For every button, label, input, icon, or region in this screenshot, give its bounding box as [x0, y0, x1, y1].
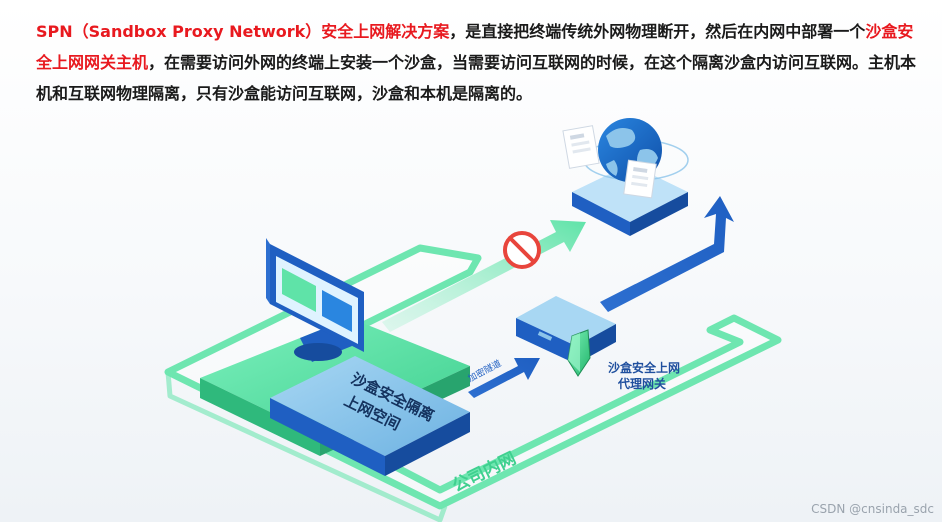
gateway-device-icon	[516, 296, 616, 364]
watermark: CSDN @cnsinda_sdc	[811, 502, 934, 516]
forbidden-icon	[505, 233, 539, 267]
gateway-label-line2: 代理网关	[617, 376, 666, 391]
gateway-label-line1: 沙盒安全上网	[608, 360, 680, 375]
